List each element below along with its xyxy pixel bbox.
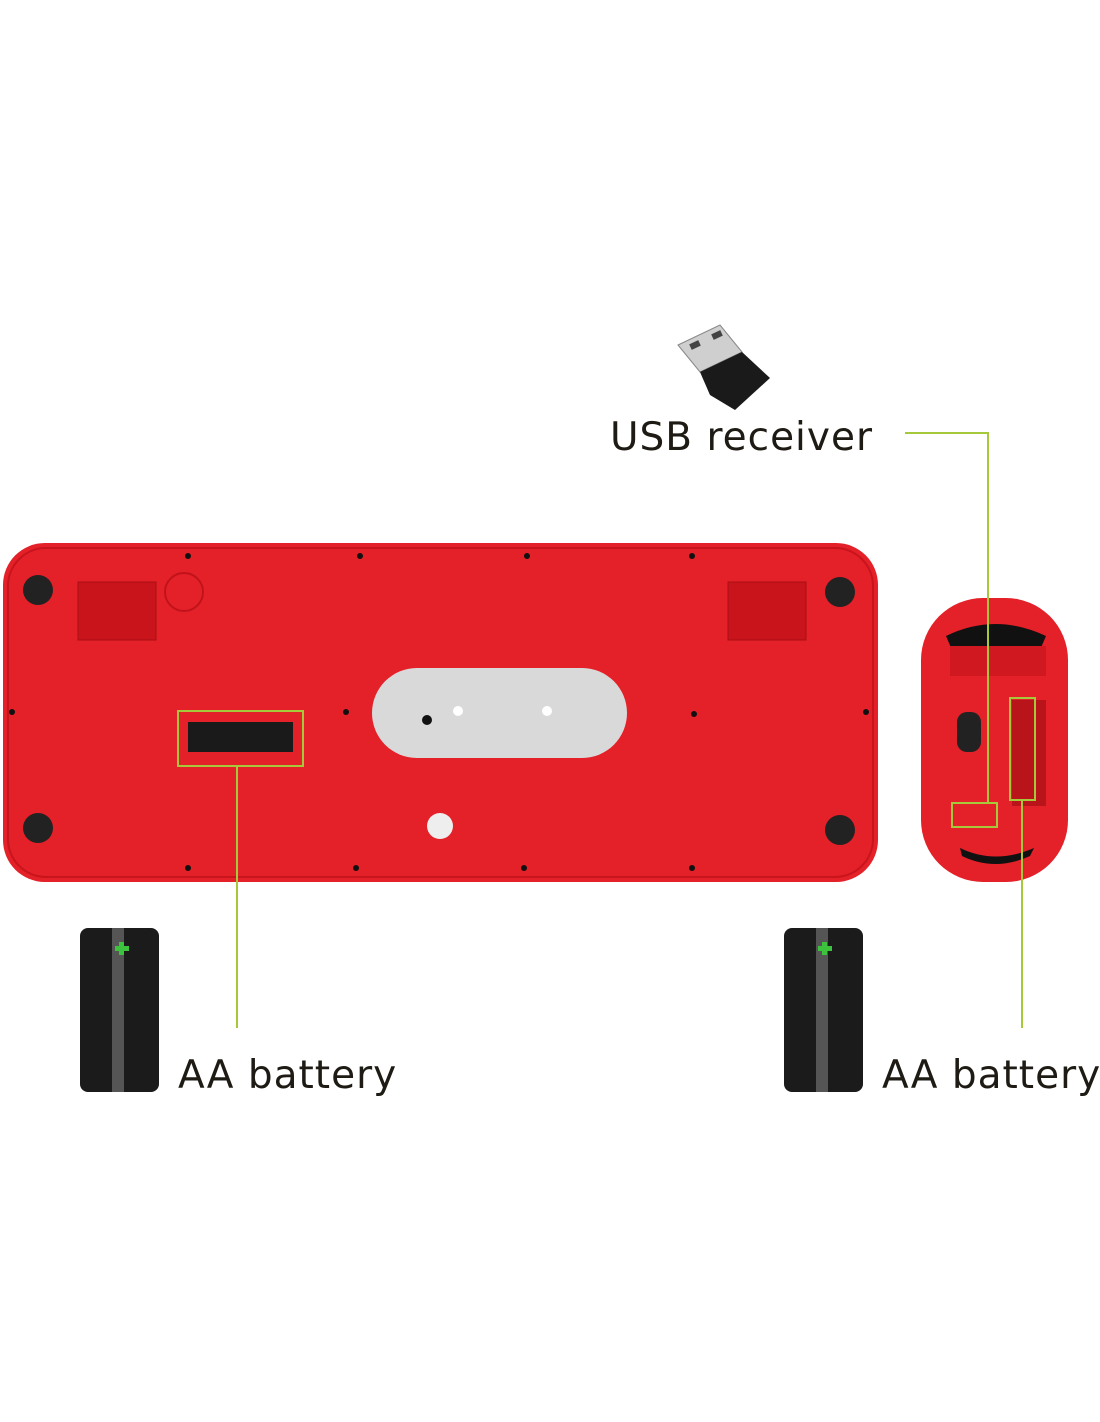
mouse-battery-label: AA battery [882,1053,1100,1098]
mouse-underside [921,598,1068,882]
keyboard-battery-label: AA battery [178,1053,398,1098]
aa-battery-image [80,928,159,1092]
keyboard-underside [3,543,878,882]
usb-receiver-label: USB receiver [610,415,874,460]
callout-lines [177,432,1036,1028]
usb-receiver-image [677,324,770,410]
aa-battery-image [784,928,863,1092]
